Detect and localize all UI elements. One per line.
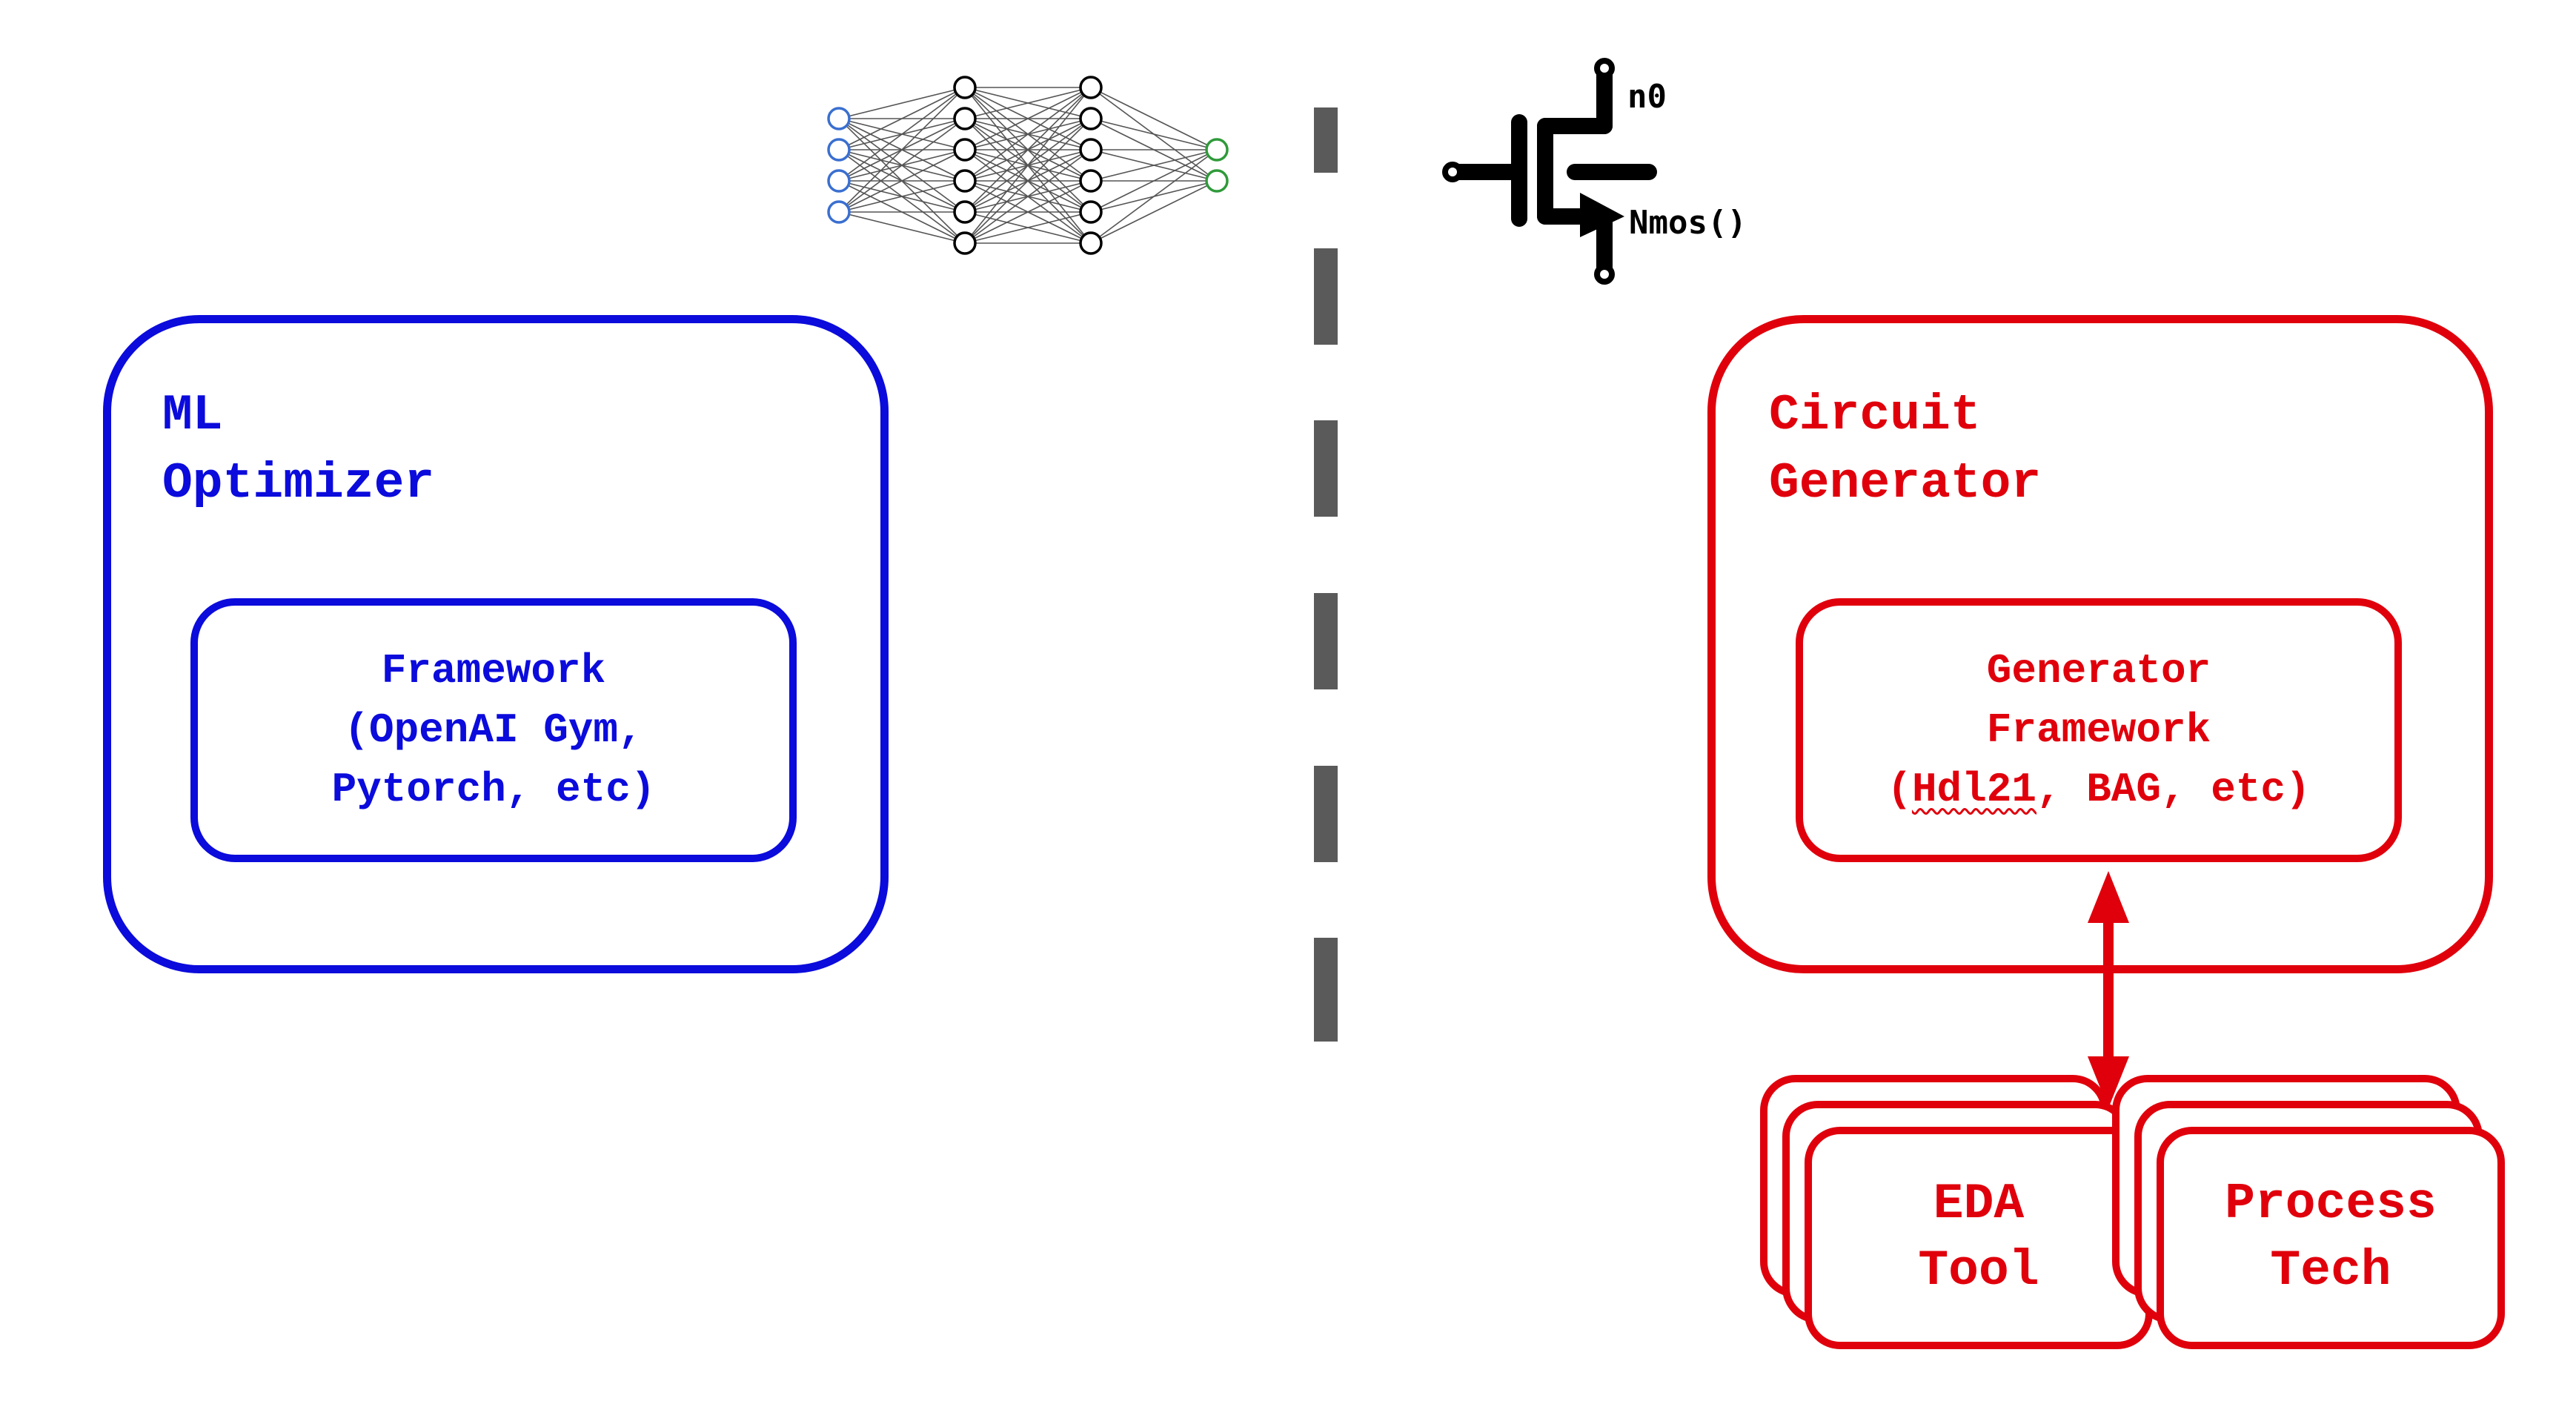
nn-node bbox=[827, 107, 851, 130]
nn-edge bbox=[838, 118, 966, 213]
nn-edge bbox=[964, 211, 1092, 244]
nn-node bbox=[1079, 231, 1103, 255]
nn-edge bbox=[838, 211, 966, 244]
ml-framework-line-1: Framework bbox=[381, 647, 606, 695]
nn-node bbox=[1205, 138, 1229, 162]
ml-framework-box: Framework (OpenAI Gym, Pytorch, etc) bbox=[190, 598, 797, 862]
nn-edge bbox=[964, 87, 1092, 150]
nn-node bbox=[953, 200, 977, 224]
nn-edge bbox=[964, 118, 1092, 244]
nn-edge bbox=[1090, 180, 1218, 244]
generator-framework-line-1: Generator bbox=[1986, 647, 2211, 695]
nn-node bbox=[827, 169, 851, 193]
neural-network-icon bbox=[827, 76, 1229, 255]
nn-edge bbox=[838, 180, 966, 213]
framework-rest-text: , BAG, etc) bbox=[2036, 766, 2311, 813]
nn-edge bbox=[964, 87, 1092, 244]
nn-node bbox=[827, 138, 851, 162]
nn-edge bbox=[1090, 118, 1218, 150]
paren-open: ( bbox=[1887, 766, 1912, 813]
circuit-generator-title: Circuit Generator bbox=[1769, 387, 2042, 512]
nn-node bbox=[953, 76, 977, 99]
nn-node bbox=[953, 169, 977, 193]
nn-edge bbox=[838, 87, 966, 119]
generator-framework-line-3: (Hdl21, BAG, etc) bbox=[1887, 760, 2310, 819]
hdl21-text: Hdl21 bbox=[1911, 766, 2036, 813]
nn-edge bbox=[964, 87, 1092, 119]
nn-node bbox=[953, 231, 977, 255]
ml-framework-line-3: Pytorch, etc) bbox=[331, 766, 656, 813]
nn-node bbox=[1079, 169, 1103, 193]
device-label: Nmos() bbox=[1629, 204, 1747, 242]
nn-edge bbox=[838, 87, 966, 213]
generator-framework-line-2: Framework bbox=[1986, 706, 2211, 754]
nn-node bbox=[1079, 76, 1103, 99]
nn-edge bbox=[1090, 149, 1218, 244]
generator-framework-box: Generator Framework (Hdl21, BAG, etc) bbox=[1796, 598, 2402, 862]
nn-edge bbox=[964, 149, 1092, 244]
nn-node bbox=[1205, 169, 1229, 193]
nn-edge bbox=[838, 87, 966, 182]
nn-edge bbox=[1090, 87, 1218, 150]
eda-tool-label: EDA Tool bbox=[1918, 1176, 2039, 1300]
vertical-divider bbox=[1314, 107, 1338, 1042]
nn-node bbox=[953, 138, 977, 162]
nn-node bbox=[953, 107, 977, 130]
process-tech-label: Process Tech bbox=[2225, 1176, 2437, 1300]
nn-node bbox=[1079, 138, 1103, 162]
nn-edge bbox=[964, 87, 1092, 213]
ml-framework-line-2: (OpenAI Gym, bbox=[344, 706, 643, 754]
ml-optimizer-title: ML Optimizer bbox=[162, 387, 435, 512]
nn-edge bbox=[964, 87, 1092, 182]
nn-node bbox=[1079, 107, 1103, 130]
node-label: n0 bbox=[1627, 78, 1667, 116]
eda-tool-card: EDA Tool bbox=[1805, 1127, 2153, 1349]
nn-edge bbox=[964, 180, 1092, 244]
nn-edge bbox=[1090, 149, 1218, 213]
process-tech-card: Process Tech bbox=[2157, 1127, 2505, 1349]
nn-edge bbox=[838, 149, 966, 213]
double-arrow bbox=[2088, 871, 2129, 1108]
nmos-transistor-icon bbox=[1442, 58, 1657, 285]
nn-edge bbox=[838, 87, 966, 150]
nn-node bbox=[1079, 200, 1103, 224]
nn-node bbox=[827, 200, 851, 224]
nn-edge bbox=[1090, 149, 1218, 182]
